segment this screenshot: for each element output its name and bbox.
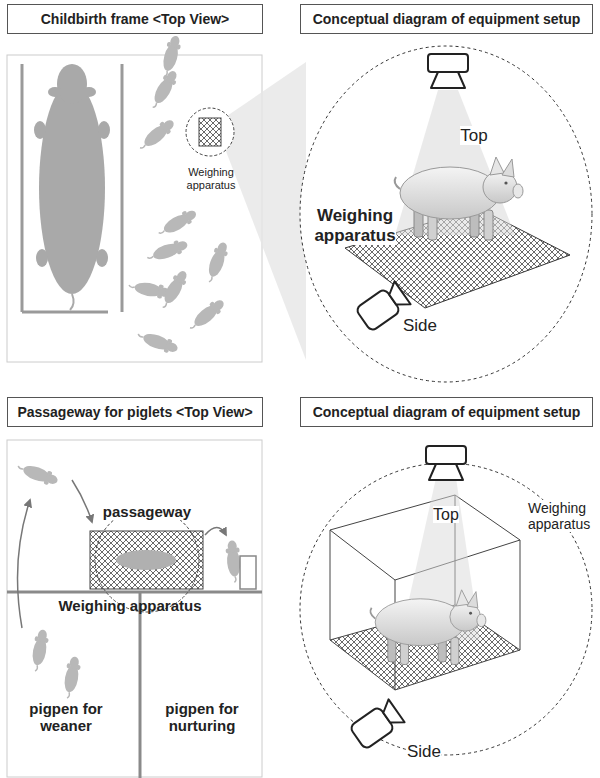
pen-wall bbox=[7, 591, 262, 594]
zoom-circle bbox=[95, 508, 199, 612]
top-camera bbox=[426, 446, 466, 480]
passageway-grid bbox=[90, 531, 203, 589]
zoom-circle bbox=[186, 108, 234, 156]
sow bbox=[34, 64, 110, 310]
part-label: pigpen for nurturing bbox=[150, 700, 254, 735]
label-text: Side bbox=[407, 742, 441, 761]
panel-frame bbox=[7, 55, 262, 362]
piglets bbox=[16, 460, 243, 699]
side-camera bbox=[349, 699, 404, 749]
panel-frame bbox=[7, 440, 262, 777]
header-text: Conceptual diagram of equipment setup bbox=[313, 404, 581, 420]
label-text: pigpen for weaner bbox=[29, 700, 102, 734]
pig bbox=[370, 590, 486, 665]
farrowing-crate bbox=[22, 64, 122, 312]
header-text: Passageway for piglets <Top View> bbox=[17, 404, 252, 420]
panel-header: Passageway for piglets <Top View> bbox=[7, 397, 263, 427]
part-label: passageway bbox=[92, 503, 202, 520]
movement-arrows bbox=[18, 480, 227, 628]
label-text: passageway bbox=[103, 503, 191, 520]
header-text: Conceptual diagram of equipment setup bbox=[313, 11, 581, 27]
header-text: Childbirth frame <Top View> bbox=[41, 11, 230, 27]
label-text: Side bbox=[403, 316, 437, 335]
zoom-ellipse bbox=[300, 46, 592, 382]
part-label: Weighing apparatus bbox=[35, 597, 225, 614]
zoom-circle bbox=[300, 463, 592, 755]
part-label: Weighing apparatus bbox=[178, 166, 244, 191]
label-text: Weighing apparatus bbox=[314, 206, 395, 245]
pig bbox=[395, 157, 523, 240]
part-label: pigpen for weaner bbox=[14, 700, 118, 735]
piglets bbox=[128, 34, 231, 356]
panel-header: Conceptual diagram of equipment setup bbox=[300, 397, 593, 427]
part-label: Weighing apparatus bbox=[303, 206, 407, 245]
part-label: Side bbox=[400, 742, 448, 762]
part-label: Top bbox=[424, 506, 468, 524]
label-text: Weighing apparatus bbox=[58, 597, 201, 614]
zoom-wedge bbox=[224, 62, 306, 360]
part-label: Side bbox=[396, 316, 444, 336]
top-camera bbox=[428, 54, 468, 88]
pen-wall bbox=[139, 592, 142, 778]
weighing-grid bbox=[199, 118, 221, 146]
label-text: pigpen for nurturing bbox=[165, 700, 238, 734]
label-text: Weighing apparatus bbox=[187, 166, 236, 191]
gate bbox=[240, 556, 256, 589]
part-label: Weighing apparatus bbox=[528, 500, 594, 532]
panel-header: Conceptual diagram of equipment setup bbox=[300, 4, 593, 34]
label-text: Top bbox=[460, 126, 487, 145]
label-text: Top bbox=[433, 506, 459, 523]
label-text: Weighing apparatus bbox=[528, 500, 590, 532]
panel-header: Childbirth frame <Top View> bbox=[7, 4, 263, 34]
part-label: Top bbox=[452, 126, 496, 146]
piglet bbox=[116, 550, 176, 570]
